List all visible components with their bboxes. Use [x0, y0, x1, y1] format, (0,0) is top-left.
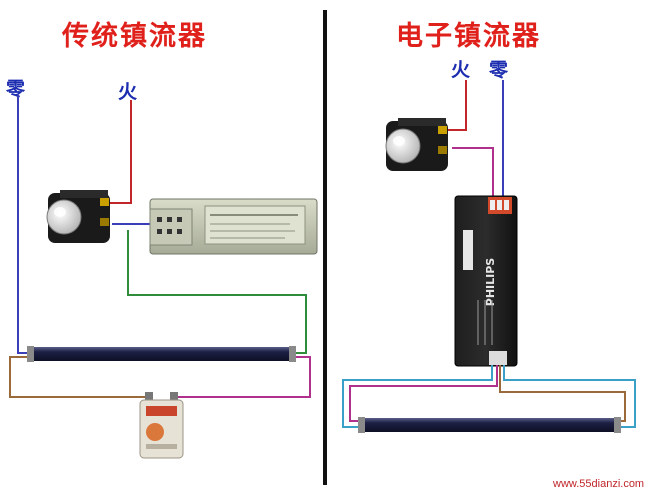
right-cyan-wire-left [342, 365, 493, 428]
electronic-ballast: PHILIPS [454, 195, 518, 367]
left-brown-wire [9, 356, 148, 398]
left-magenta-wire [176, 356, 311, 398]
right-cyan-wire-right [503, 365, 636, 428]
ballast-brand: PHILIPS [484, 258, 497, 307]
right-switch [385, 118, 448, 171]
left-neutral-wire [17, 95, 33, 354]
left-switch [46, 190, 110, 243]
right-title: 电子镇流器 [396, 21, 541, 52]
right-neutral-label: 零 [489, 59, 509, 81]
left-neutral-label: 零 [6, 78, 26, 100]
right-live-label: 火 [451, 59, 471, 81]
left-live-label: 火 [118, 81, 138, 103]
left-fluorescent-tube [27, 346, 296, 362]
left-green-wire [127, 230, 307, 354]
right-brown-wire-right [499, 365, 626, 422]
left-ballast [149, 198, 318, 255]
right-live-wire [446, 80, 467, 131]
left-live-wire [106, 100, 132, 204]
watermark: www.55dianzi.com [553, 478, 645, 490]
starter [139, 392, 184, 459]
right-switch-ballast-wire [452, 147, 494, 197]
right-magenta-wire-left [349, 365, 498, 422]
left-title: 传统镇流器 [62, 21, 207, 52]
right-fluorescent-tube [358, 417, 621, 433]
